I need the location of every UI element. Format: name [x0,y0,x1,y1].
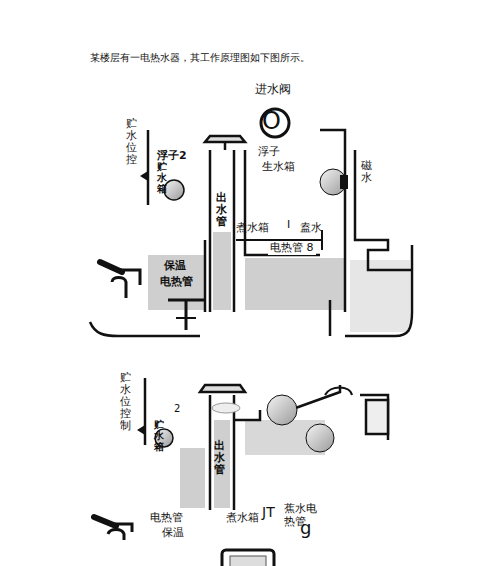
part-name: 保温 [164,260,186,273]
callout-number: JT [262,504,275,520]
part-name: 贮水位控制 [120,372,131,432]
part-name: 贮水位控 [126,118,137,166]
part-name: 浮子2 [157,150,187,163]
part-name: 浮子 [258,146,280,159]
part-name: 贮水箱 [157,161,167,194]
part-name: 出水管 [214,440,225,476]
part-name: 磁水 [361,160,372,184]
part-name: 电热管 8 [268,242,316,255]
part-name: 电热管 [160,276,193,289]
callout-number: 2 [174,403,180,415]
part-name: 生水箱 [262,161,295,174]
page-title: 某楼层有一电热水器，其工作原理图如下图所示。 [90,51,310,65]
part-name: 贮水箱 [154,419,164,452]
part-name: 出水管 [216,192,227,228]
callout-number: g [300,518,311,539]
part-name: 保温 [162,527,184,540]
part-name: 煮水箱 [236,222,269,235]
callout-number: I [287,219,290,232]
part-name: 煮水箱 [226,512,259,525]
part-name: 电热管 [150,512,183,525]
valve-symbol: O [262,108,281,136]
part-name: 进水阀 [255,83,291,97]
part-name: 盍水 [300,222,322,235]
